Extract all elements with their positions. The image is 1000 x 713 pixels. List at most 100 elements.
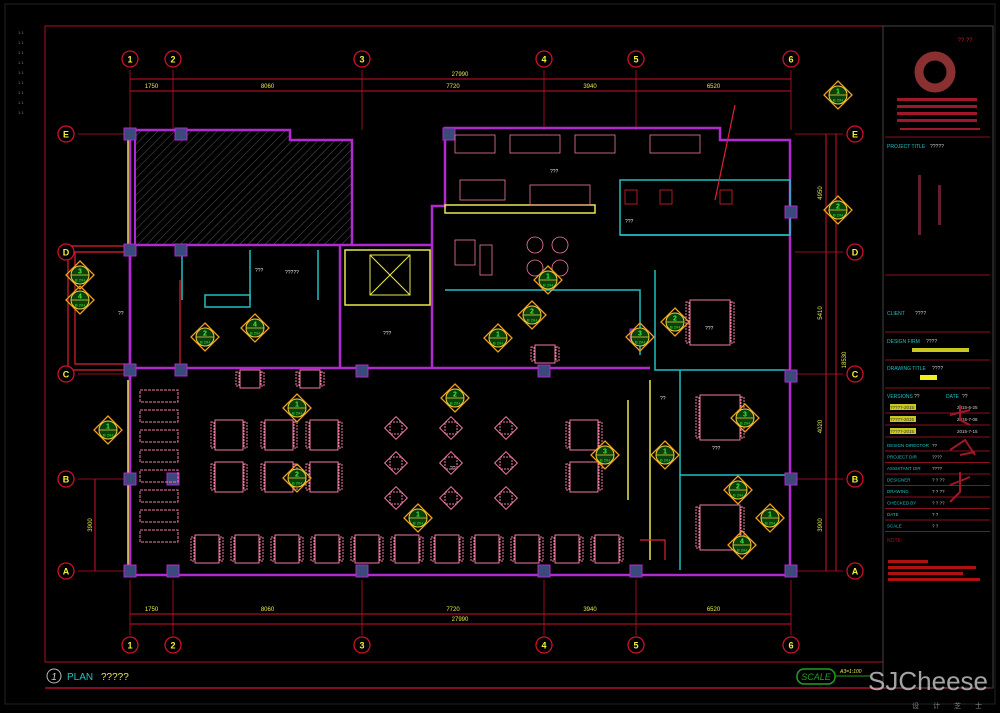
chair — [390, 536, 395, 562]
marker-reference: B 2/H — [103, 433, 113, 438]
grid-bubble-label: 6 — [788, 55, 793, 65]
round-table-set — [493, 485, 519, 511]
round-table-set — [438, 415, 464, 441]
elevation-marker: 1B 2/H — [403, 503, 433, 533]
elevation-marker: 2B 2/H — [660, 307, 690, 337]
plan-label: PLAN — [67, 672, 93, 683]
dining-table — [270, 534, 304, 564]
column — [123, 472, 137, 486]
grid-bubble-label: C — [852, 370, 859, 380]
marker-diamond — [483, 323, 513, 353]
interior-partitions — [181, 179, 791, 570]
table-top — [493, 485, 519, 511]
chair-outline — [389, 491, 403, 505]
grid-bubble-label: 5 — [633, 55, 638, 65]
chair — [259, 536, 264, 562]
grid-bubble-label: E — [63, 130, 69, 140]
elevation-marker: 2B 2/H — [823, 195, 853, 225]
column — [537, 364, 551, 378]
grid-bubble-label: 1 — [127, 641, 132, 651]
marker-reference: B 2/H — [200, 340, 210, 345]
company-address — [897, 98, 980, 130]
elevation-marker: 1B 2/H — [533, 265, 563, 295]
booth-seat — [139, 429, 179, 443]
chair — [295, 371, 300, 387]
notes-text — [888, 560, 980, 581]
grid-bubble-circle — [846, 365, 864, 383]
dining-table — [565, 419, 603, 451]
field-value: ? ? ?? — [932, 489, 945, 494]
chair — [565, 463, 570, 491]
chair — [510, 536, 515, 562]
chair — [530, 346, 535, 362]
scale-value: A3=1:100 — [839, 669, 862, 675]
svg-text:1 1: 1 1 — [18, 90, 24, 95]
marker-number: 2 — [673, 316, 677, 323]
svg-text:1 1: 1 1 — [18, 80, 24, 85]
revision-date: 2015-7-08 — [957, 417, 978, 422]
marker-number: 1 — [546, 274, 550, 281]
column — [537, 564, 551, 578]
marker-number: 1 — [768, 512, 772, 519]
marker-number: 4 — [253, 322, 257, 329]
field-value: ?? — [932, 443, 938, 448]
chair — [243, 421, 248, 449]
chair — [190, 536, 195, 562]
table-top — [274, 534, 300, 564]
dining-table — [510, 534, 544, 564]
left-strip: 1 11 11 1 1 11 11 1 1 11 11 1 — [18, 30, 24, 115]
notes-label: NOTE: — [887, 538, 902, 544]
marker-reference: B 2/H — [833, 98, 843, 103]
date-value: ?? — [962, 394, 968, 400]
svg-text:1 1: 1 1 — [18, 40, 24, 45]
marker-reference: B 2/H — [292, 411, 302, 416]
client-value: ???? — [915, 311, 926, 317]
grid-bubble-label: A — [852, 567, 859, 577]
dining-table — [230, 534, 264, 564]
round-table-set — [383, 485, 409, 511]
grid-bubble: 3 — [353, 50, 371, 68]
marker-reference: B 2/H — [75, 303, 85, 308]
grid-bubble-label: 1 — [127, 55, 132, 65]
marker-diamond — [650, 440, 680, 470]
date-label: DATE — [946, 394, 960, 400]
elevation-marker: 2B 2/H — [517, 300, 547, 330]
svg-text:1 1: 1 1 — [18, 110, 24, 115]
elevation-marker: 1B 2/H — [483, 323, 513, 353]
design-firm-bar — [912, 348, 969, 352]
revision-name: ?????-2015 — [890, 417, 915, 422]
chair — [305, 421, 310, 449]
field-value: ? ? ?? — [932, 478, 945, 483]
project-title-value: ????? — [930, 144, 944, 150]
watermark-sub: 设 计 芝 士 — [912, 701, 988, 710]
field-label: ASSISTANT DIR — [887, 466, 921, 471]
marker-diamond — [730, 403, 760, 433]
chair — [499, 536, 504, 562]
chair — [299, 536, 304, 562]
chair — [260, 371, 265, 387]
booth-seat — [139, 489, 179, 503]
company-logo — [914, 51, 956, 93]
grid-bubble-circle — [627, 636, 645, 654]
grid-bubble-circle — [57, 470, 75, 488]
booth-seat — [139, 449, 179, 463]
plan-title: 1 PLAN ????? — [46, 668, 129, 684]
chair-outline — [444, 456, 458, 470]
grid-bubble-circle — [121, 636, 139, 654]
chair-outline — [389, 456, 403, 470]
table-top — [438, 485, 464, 511]
elevator-shaft — [369, 254, 411, 296]
marker-number: 1 — [836, 89, 840, 96]
marker-number: 1 — [496, 332, 500, 339]
chair — [310, 536, 315, 562]
svg-text:1 1: 1 1 — [18, 70, 24, 75]
marker-diamond — [65, 260, 95, 290]
versions-value: ?? — [914, 394, 920, 400]
booth-seat — [139, 529, 179, 543]
dimension-segment: 1750 — [145, 84, 159, 90]
title-block-fields: DESIGN DIRECTOR??PROJECT DIR????ASSISTAN… — [885, 443, 990, 532]
revision-name: ?????-2015 — [890, 429, 915, 434]
elevation-marker: 3B 2/H — [625, 322, 655, 352]
room-labels: ?? ??? ????? ??? ??? ??? ??? ??? ?? ?? — [118, 169, 721, 472]
